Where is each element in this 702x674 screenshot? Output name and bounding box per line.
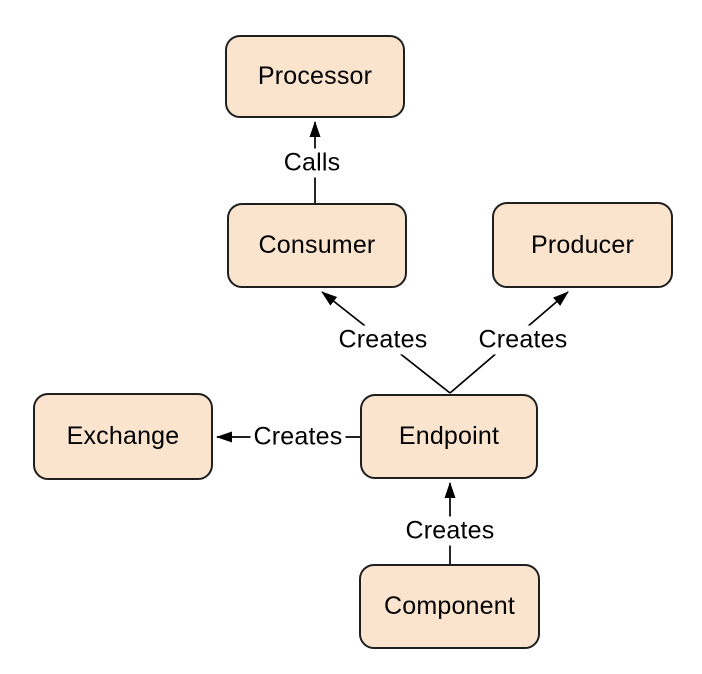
- node-exchange: Exchange: [33, 393, 213, 480]
- node-processor: Processor: [225, 35, 405, 118]
- node-endpoint: Endpoint: [360, 394, 538, 479]
- edge-label-creates-endpoint: Creates: [402, 516, 498, 546]
- node-component-label: Component: [383, 592, 516, 620]
- node-endpoint-label: Endpoint: [398, 422, 500, 450]
- node-consumer: Consumer: [227, 203, 407, 288]
- node-producer-label: Producer: [530, 230, 635, 259]
- node-consumer-label: Consumer: [258, 231, 376, 259]
- node-exchange-label: Exchange: [66, 422, 180, 450]
- edge-label-calls: Calls: [280, 148, 344, 178]
- edge-label-creates-producer: Creates: [475, 325, 571, 355]
- node-producer: Producer: [492, 202, 673, 288]
- node-processor-label: Processor: [257, 62, 373, 90]
- node-component: Component: [359, 564, 540, 649]
- edge-label-creates-consumer: Creates: [335, 325, 431, 355]
- edge-label-creates-exchange: Creates: [250, 422, 346, 452]
